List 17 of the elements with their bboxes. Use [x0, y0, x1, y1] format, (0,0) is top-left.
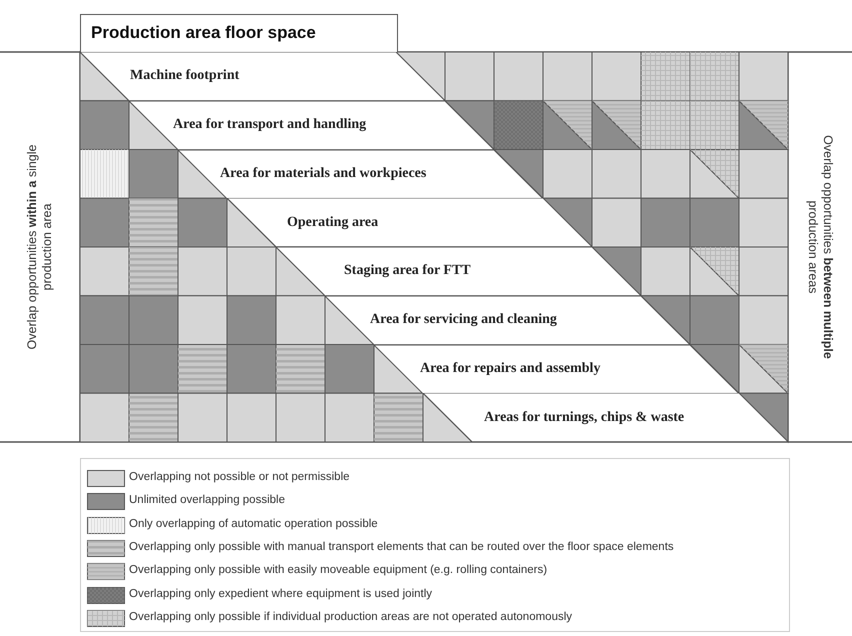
title-box	[80, 14, 398, 52]
title-text: Production area floor space	[91, 23, 316, 43]
category-label: Area for materials and workpieces	[220, 166, 426, 182]
legend-label: Overlapping only possible with easily moveable equipment (e.g. rolling containers)	[129, 564, 548, 576]
legend-label: Unlimited overlapping possible	[129, 494, 285, 506]
category-label: Staging area for FTT	[344, 263, 471, 280]
legend-label: Only overlapping of automatic operation possible	[129, 518, 378, 530]
category-label: Operating area	[287, 214, 378, 231]
category-label: Area for repairs and assembly	[420, 360, 600, 377]
legend-label: Overlapping not possible or not permissible	[129, 471, 350, 483]
legend-label: Overlapping only expedient where equipment is used jointly	[129, 588, 432, 600]
category-label: Area for servicing and cleaning	[370, 312, 557, 328]
category-label: Machine footprint	[130, 68, 240, 84]
category-label: Area for transport and handling	[173, 117, 366, 134]
legend-label: Overlapping only possible with manual transport elements that can be routed over the floor space elements	[129, 540, 674, 553]
legend-label: Overlapping only possible if individual production areas are not operated autonomously	[129, 610, 572, 623]
category-label: Areas for turnings, chips & waste	[484, 410, 684, 426]
